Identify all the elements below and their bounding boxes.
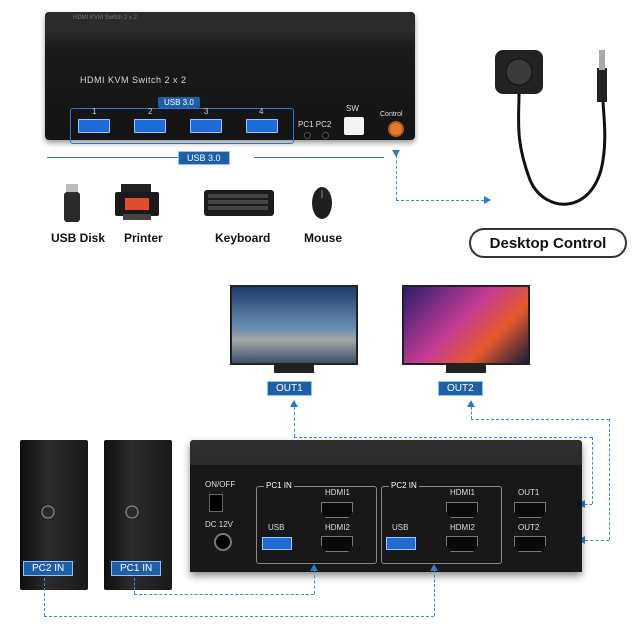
power-label: ON/OFF xyxy=(205,480,236,489)
sw-label: SW xyxy=(346,104,359,113)
pc1-in-tag: PC1 IN xyxy=(111,561,162,576)
pc1-led xyxy=(304,132,311,139)
pc2-logo-icon xyxy=(41,505,55,519)
pc1-line-v xyxy=(134,578,135,594)
out1-port[interactable] xyxy=(514,502,546,518)
usb-bracket-right xyxy=(254,157,384,158)
out1-arrow-up xyxy=(290,400,298,407)
port-number-1: 1 xyxy=(92,107,97,116)
usb-port-3[interactable] xyxy=(190,119,222,133)
out2-line-h xyxy=(471,419,609,420)
device-label-printer: Printer xyxy=(124,231,163,245)
switch-button[interactable] xyxy=(344,117,364,135)
control-arrow-down xyxy=(392,150,400,157)
control-port[interactable] xyxy=(388,121,404,137)
out1-tag: OUT1 xyxy=(267,381,312,396)
pc2-in-group xyxy=(381,486,502,564)
device-label-usb-disk: USB Disk xyxy=(51,231,106,245)
keyboard-icon xyxy=(204,190,274,216)
pc1-in-group xyxy=(256,486,377,564)
group2-title: PC2 IN xyxy=(389,481,419,490)
pc1-hdmi2-label: HDMI2 xyxy=(325,523,350,532)
port-number-4: 4 xyxy=(259,107,264,116)
pc1-arrow-up xyxy=(310,564,318,571)
out1-line-v xyxy=(294,407,295,437)
pc2-line-v2 xyxy=(434,570,435,616)
kvm-back-panel xyxy=(190,465,582,572)
pc2-hdmi2-port[interactable] xyxy=(446,536,478,552)
device-label-mouse: Mouse xyxy=(304,231,343,245)
pc2-usb-port[interactable] xyxy=(386,537,416,550)
pc1-hdmi1-port[interactable] xyxy=(321,502,353,518)
out1-line-h xyxy=(294,437,592,438)
pc2-led xyxy=(322,132,329,139)
pc2-in-tag: PC2 IN xyxy=(23,561,74,576)
pc2-hdmi1-label: HDMI1 xyxy=(450,488,475,497)
control-cable-line-v xyxy=(396,150,397,200)
pc1-logo-icon xyxy=(125,505,139,519)
dc-label: DC 12V xyxy=(205,520,234,529)
out2-line-v2 xyxy=(609,419,610,540)
device-label-keyboard: Keyboard xyxy=(215,231,271,245)
port-number-2: 2 xyxy=(148,107,153,116)
port-number-3: 3 xyxy=(204,107,209,116)
mouse-icon xyxy=(312,187,332,219)
usb-port-4[interactable] xyxy=(246,119,278,133)
out2-arrow-up xyxy=(467,400,475,407)
printer-icon xyxy=(115,184,159,220)
usb-port-2[interactable] xyxy=(134,119,166,133)
top-text: HDMI KVM Switch 2 x 2 xyxy=(73,15,138,21)
control-cable-line-h xyxy=(396,200,484,201)
usb-box-label: USB 3.0 xyxy=(158,97,200,108)
control-label: Control xyxy=(380,111,403,118)
pc1-line-h xyxy=(134,594,314,595)
pc2-hdmi1-port[interactable] xyxy=(446,502,478,518)
pc2-line-v xyxy=(44,578,45,616)
pc2-arrow-up xyxy=(430,564,438,571)
front-title: HDMI KVM Switch 2 x 2 xyxy=(80,75,187,85)
usb-bracket-left xyxy=(47,157,187,158)
out2-tag: OUT2 xyxy=(438,381,483,396)
out2-port[interactable] xyxy=(514,536,546,552)
pc2-hdmi2-label: HDMI2 xyxy=(450,523,475,532)
usb-port-1[interactable] xyxy=(78,119,110,133)
pc1-usb-label: USB xyxy=(268,523,285,532)
out1-label: OUT1 xyxy=(518,488,540,497)
desktop-controller-icon xyxy=(495,50,607,206)
power-switch[interactable] xyxy=(209,494,223,512)
out1-line-end xyxy=(585,504,592,505)
pc2-usb-label: USB xyxy=(392,523,409,532)
monitor-out2 xyxy=(402,285,530,365)
out1-line-v2 xyxy=(592,437,593,504)
monitor-out2-stand xyxy=(446,365,486,373)
out2-label: OUT2 xyxy=(518,523,540,532)
pc2-line-h xyxy=(44,616,434,617)
pc1-hdmi2-port[interactable] xyxy=(321,536,353,552)
monitor-out1-stand xyxy=(274,365,314,373)
pc1-line-v2 xyxy=(314,570,315,594)
pc-indicator-label: PC1 PC2 xyxy=(298,120,332,129)
out2-line-end xyxy=(585,540,609,541)
pc1-hdmi1-label: HDMI1 xyxy=(325,488,350,497)
usb-ports-frame xyxy=(70,108,294,144)
group1-title: PC1 IN xyxy=(264,481,294,490)
monitor-out1 xyxy=(230,285,358,365)
usb-section-label: USB 3.0 xyxy=(178,151,230,165)
pc1-usb-port[interactable] xyxy=(262,537,292,550)
usb-disk-icon xyxy=(64,184,80,222)
control-arrow-right xyxy=(484,196,491,204)
kvm-top-surface: HDMI KVM Switch 2 x 2 xyxy=(45,12,415,30)
out2-line-v xyxy=(471,407,472,419)
desktop-control-label: Desktop Control xyxy=(469,228,627,258)
dc-jack[interactable] xyxy=(214,533,232,551)
